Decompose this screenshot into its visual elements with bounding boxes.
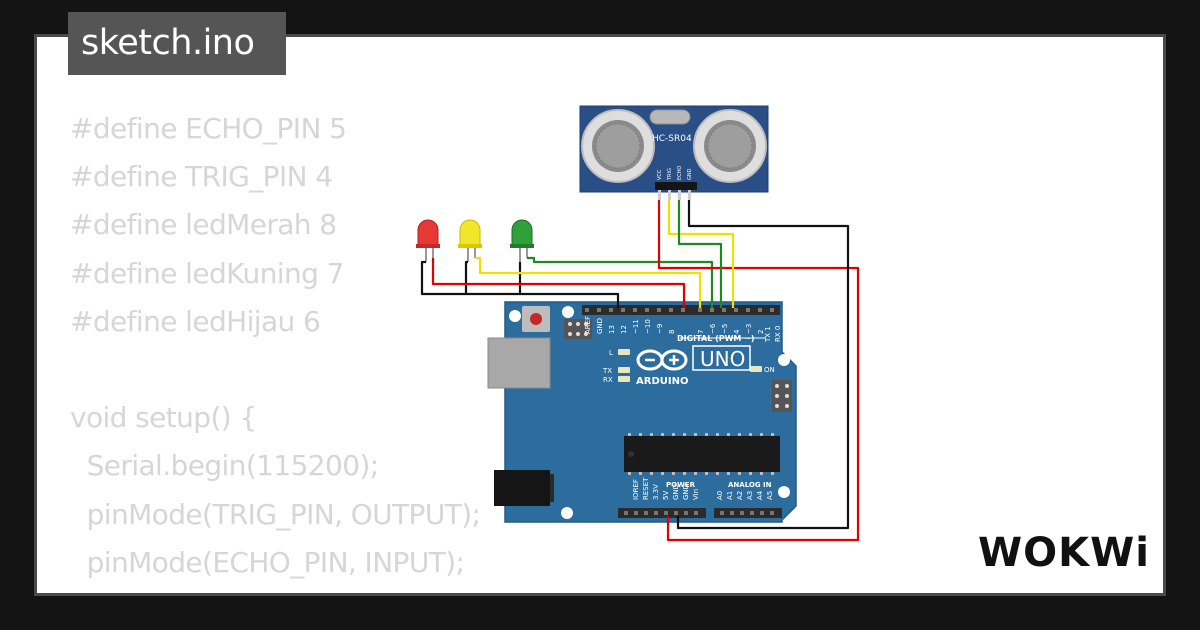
pin-label: A1: [726, 491, 734, 500]
pin-label: A5: [766, 491, 774, 500]
sensor-header: [655, 182, 697, 190]
led-red[interactable]: [416, 219, 440, 262]
rx-led: [618, 376, 630, 382]
sensor-pin-label: TRIG: [667, 168, 673, 181]
usb-port: [487, 337, 551, 389]
pin-label: ~10: [644, 319, 652, 334]
code-line: pinMode(ECHO_PIN, INPUT);: [70, 545, 465, 579]
pin-label: ~5: [721, 324, 729, 334]
pin-label: 12: [620, 325, 628, 334]
pin-label: AREF: [584, 316, 592, 334]
digital-label: DIGITAL (PWM ~): [677, 334, 755, 343]
pin-label: IOREF: [632, 479, 640, 500]
pin-label: ~3: [745, 324, 753, 334]
sensor-pin-label: ECHO: [677, 166, 683, 180]
circuit-diagram: AREF GND 13 12 ~11 ~10 ~9 8 7 ~6 ~5 4 ~3…: [416, 105, 860, 542]
arduino-logo-icon: [636, 349, 688, 371]
pin-label: A0: [716, 491, 724, 500]
pin-label: A2: [736, 491, 744, 500]
icsp-header-right: [772, 380, 792, 412]
wire-green: [527, 256, 714, 308]
reset-button-cap: [530, 313, 542, 325]
pin-label: ~6: [709, 323, 717, 334]
pin-label: GND: [596, 318, 604, 334]
pin-label: A4: [756, 490, 764, 500]
l-led: [618, 349, 630, 355]
code-line: #define ledKuning 7: [70, 256, 344, 290]
sensor-name: HC-SR04: [652, 134, 692, 144]
wire-yellow: [475, 256, 702, 308]
wire-red: [657, 200, 860, 542]
code-line: #define ledHijau 6: [70, 304, 321, 338]
sensor-pin-label: VCC: [657, 169, 663, 180]
pin-label: 2: [757, 330, 765, 334]
code-line: #define ledMerah 8: [70, 208, 337, 242]
crystal: [649, 109, 691, 125]
pin-label: GND: [682, 484, 690, 500]
led-green[interactable]: [510, 219, 534, 262]
pin-label: GND: [672, 484, 680, 500]
wokwi-logo-text: WOKWi: [978, 530, 1150, 576]
code-line: #define TRIG_PIN 4: [70, 160, 333, 194]
arduino-uno-board[interactable]: AREF GND 13 12 ~11 ~10 ~9 8 7 ~6 ~5 4 ~3…: [487, 301, 797, 523]
preview-content: #define ECHO_PIN 5 #define TRIG_PIN 4 #def…: [34, 34, 1166, 596]
wire-yellow: [667, 200, 735, 308]
pin-label: 8: [668, 330, 676, 334]
wire-black: [420, 260, 620, 308]
hc-sr04-sensor[interactable]: HC-SR04 VCC TRIG ECHO GND: [579, 105, 769, 200]
sensor-pin-label: GND: [687, 168, 693, 180]
on-label: ON: [764, 366, 775, 374]
analog-label: ANALOG IN: [728, 481, 772, 489]
on-led: [750, 366, 762, 372]
led-yellow[interactable]: [458, 219, 482, 262]
code-line: #define ECHO_PIN 5: [70, 112, 347, 145]
code-line: void setup() {: [70, 401, 257, 435]
pin-label: 4: [733, 329, 741, 334]
pin-label: RESET: [642, 477, 650, 500]
pin-label: A3: [746, 491, 754, 500]
pin-label: 13: [608, 325, 616, 334]
analog-header: [714, 508, 782, 518]
code-editor: #define ECHO_PIN 5 #define TRIG_PIN 4 #def…: [70, 105, 610, 593]
dc-jack: [494, 470, 550, 506]
l-label: L: [609, 349, 613, 357]
wire-black: [464, 260, 468, 294]
wires: [420, 200, 860, 542]
pin-label: 5V: [662, 491, 670, 500]
tx-led: [618, 367, 630, 373]
pin-label: 7: [697, 330, 705, 334]
mounting-hole: [778, 486, 790, 498]
pin-label: TX 1: [764, 326, 772, 343]
code-line: Serial.begin(115200);: [70, 449, 380, 483]
mounting-hole: [778, 354, 790, 366]
mounting-hole: [561, 507, 573, 519]
rx-label: RX: [603, 376, 613, 384]
pin-label: RX 0: [774, 326, 782, 342]
wire-green: [677, 200, 723, 308]
pin-label: 3.3V: [652, 484, 660, 500]
wire-black: [676, 200, 850, 530]
icsp-header: [564, 319, 592, 339]
power-header: [618, 508, 706, 518]
tx-label: TX: [602, 367, 612, 375]
pin-label: ~9: [656, 324, 664, 334]
wire-red: [431, 258, 686, 308]
mounting-hole: [509, 310, 521, 322]
board-brand: ARDUINO: [636, 376, 688, 387]
pin-label: ~11: [632, 319, 640, 334]
code-line: pinMode(TRIG_PIN, OUTPUT);: [70, 497, 481, 531]
pin-label: Vin: [692, 489, 700, 500]
file-tab-title[interactable]: sketch.ino: [68, 12, 286, 75]
mounting-hole: [562, 306, 574, 318]
board-model: UNO: [700, 347, 745, 371]
atmega-chip: [624, 436, 780, 472]
wokwi-logo: WOKWi: [978, 530, 1150, 576]
power-label: POWER: [666, 481, 696, 489]
